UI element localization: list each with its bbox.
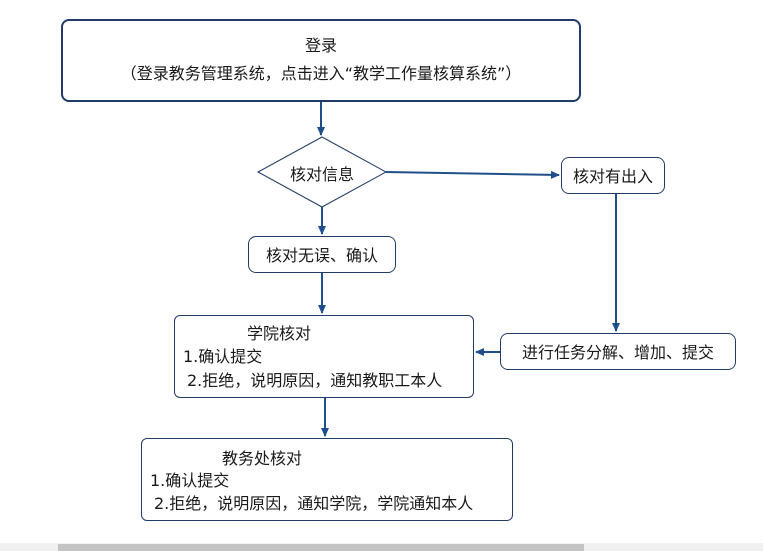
verify-label: 核对信息	[289, 165, 354, 184]
discrepancy-label: 核对有出入	[572, 167, 653, 186]
academic-affairs-review-option-reject: 2.拒绝，说明原因，通知学院，学院通知本人	[154, 494, 474, 513]
login-title: 登录	[304, 36, 337, 55]
academic-affairs-review-option-confirm: 1.确认提交	[150, 471, 230, 490]
academic-affairs-review-node: 教务处核对 1.确认提交 2.拒绝，说明原因，通知学院，学院通知本人	[141, 438, 513, 521]
check-ok-label: 核对无误、确认	[265, 246, 378, 265]
college-review-option-confirm: 1.确认提交	[183, 347, 263, 366]
academic-affairs-review-title: 教务处核对	[222, 449, 303, 468]
decompose-node: 进行任务分解、增加、提交	[500, 333, 736, 370]
college-review-title: 学院核对	[247, 324, 312, 343]
decompose-label: 进行任务分解、增加、提交	[521, 343, 714, 362]
college-review-node: 学院核对 1.确认提交 2.拒绝，说明原因，通知教职工本人	[174, 315, 474, 398]
horizontal-scrollbar-thumb[interactable]	[58, 544, 584, 551]
login-node: 登录 （登录教务管理系统，点击进入“教学工作量核算系统”）	[61, 19, 581, 102]
discrepancy-node: 核对有出入	[561, 157, 665, 194]
login-subtitle: （登录教务管理系统，点击进入“教学工作量核算系统”）	[120, 64, 522, 83]
check-ok-node: 核对无误、确认	[248, 236, 396, 273]
arrow-verify-to-discrepancy	[385, 170, 560, 179]
college-review-option-reject: 2.拒绝，说明原因，通知教职工本人	[187, 371, 443, 390]
